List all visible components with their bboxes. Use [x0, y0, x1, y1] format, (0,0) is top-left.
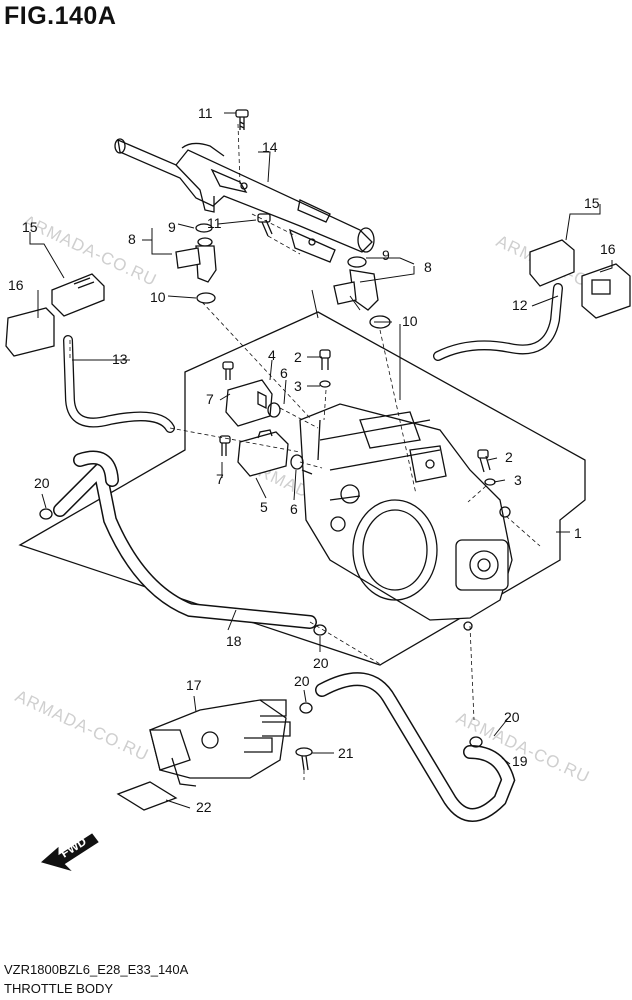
hose-clamp — [299, 702, 313, 714]
callout-9: 9 — [168, 219, 176, 235]
callout-21: 21 — [338, 745, 354, 761]
callout-4: 4 — [268, 347, 276, 363]
callout-15: 15 — [22, 219, 38, 235]
hose-clamp — [469, 736, 483, 748]
callout-2: 2 — [294, 349, 302, 365]
throttle-position-sensor — [222, 361, 281, 427]
callout-17: 17 — [186, 677, 202, 693]
callout-20: 20 — [34, 475, 50, 491]
callout-3: 3 — [514, 472, 522, 488]
bolt-11-mid — [257, 213, 273, 237]
callout-6: 6 — [290, 501, 298, 517]
callout-12: 12 — [512, 297, 528, 313]
screw-2-left — [319, 349, 331, 388]
fuel-injector-left — [175, 223, 217, 304]
callout-7: 7 — [216, 471, 224, 487]
callout-10: 10 — [150, 289, 166, 305]
callout-6: 6 — [280, 365, 288, 381]
figure-title: FIG.140A — [4, 2, 117, 30]
model-code: VZR1800BZL6_E28_E33_140A — [4, 962, 189, 977]
watermark: ARMADA-CO.RU — [12, 686, 152, 765]
callout-11: 11 — [198, 105, 213, 121]
callout-5: 5 — [260, 499, 268, 515]
pad-22 — [116, 781, 178, 811]
callout-19: 19 — [512, 753, 528, 769]
callout-9: 9 — [382, 247, 390, 263]
callout-20: 20 — [504, 709, 520, 725]
fwd-arrow-icon: FWD — [40, 833, 99, 872]
hose-18 — [53, 458, 317, 629]
connector-left — [5, 273, 105, 357]
callout-13: 13 — [112, 351, 128, 367]
callout-22: 22 — [196, 799, 212, 815]
callout-18: 18 — [226, 633, 242, 649]
callout-16: 16 — [600, 241, 616, 257]
fuel-rail — [114, 138, 375, 263]
connector-right — [529, 239, 631, 319]
callout-15: 15 — [584, 195, 600, 211]
bolt-21 — [295, 747, 313, 771]
diagram-subtitle: THROTTLE BODY — [4, 981, 114, 996]
throttle-body — [299, 403, 513, 631]
intake-air-sensor — [219, 429, 304, 477]
callout-20: 20 — [294, 673, 310, 689]
callout-20: 20 — [313, 655, 329, 671]
callout-1: 1 — [574, 525, 582, 541]
hose-clamp — [39, 508, 53, 520]
idle-speed-valve — [149, 699, 291, 787]
hose-clamp — [313, 624, 327, 636]
callout-8: 8 — [128, 231, 136, 247]
callout-16: 16 — [8, 277, 24, 293]
callout-3: 3 — [294, 378, 302, 394]
callout-11: 11 — [207, 215, 222, 231]
callout-10: 10 — [402, 313, 418, 329]
callout-8: 8 — [424, 259, 432, 275]
fuel-injector-right — [333, 256, 391, 329]
callout-14: 14 — [262, 139, 278, 155]
callout-2: 2 — [505, 449, 513, 465]
callout-labels: 11 14 11 9 8 10 15 16 13 12 15 16 9 8 10… — [8, 105, 616, 815]
callout-7: 7 — [206, 391, 214, 407]
